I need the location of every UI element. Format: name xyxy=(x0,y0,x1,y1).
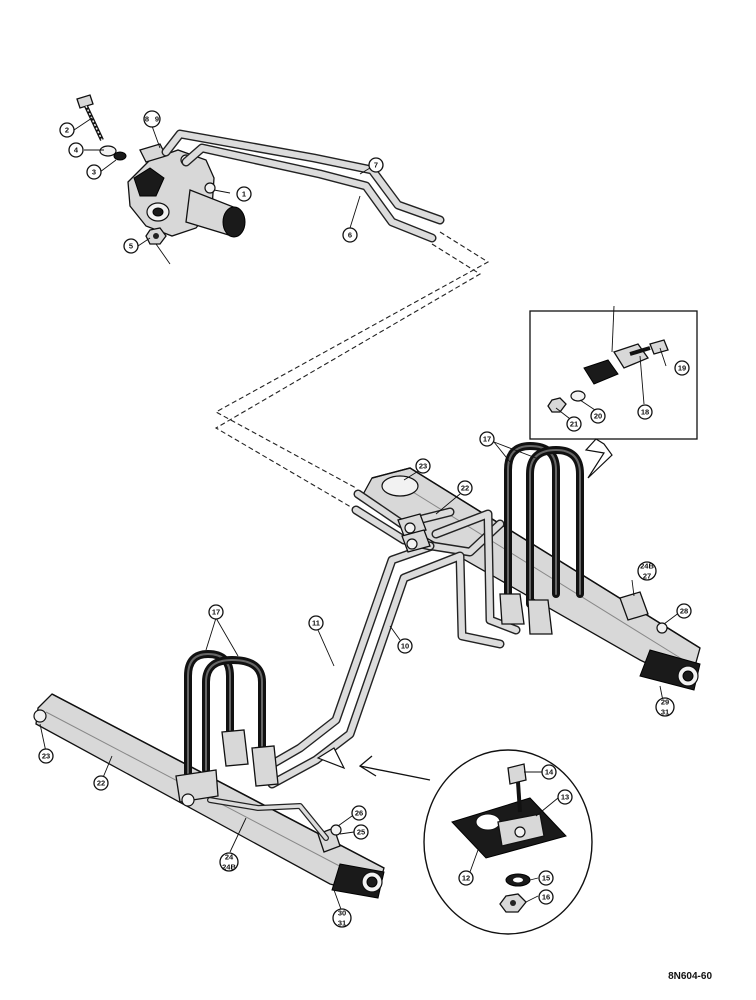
hoses-17-lower xyxy=(175,649,279,807)
svg-text:13: 13 xyxy=(561,793,569,802)
valve-bolt xyxy=(76,94,104,141)
callout-6: 6 xyxy=(342,227,358,243)
callout-23-upper: 23 xyxy=(415,458,431,474)
callout-4: 4 xyxy=(68,142,84,158)
tube-10 xyxy=(267,551,505,789)
svg-text:19: 19 xyxy=(678,364,686,373)
callout-13: 13 xyxy=(557,789,573,805)
callout-1: 1 xyxy=(236,186,252,202)
callout-22-lower: 22 xyxy=(93,775,109,791)
svg-text:14: 14 xyxy=(545,768,554,777)
callout-22-upper: 22 xyxy=(457,480,473,496)
svg-text:29: 29 xyxy=(661,698,669,707)
svg-text:7: 7 xyxy=(374,161,378,170)
callout-18: 18 xyxy=(637,404,653,420)
dashed-tube-continuation xyxy=(214,231,490,511)
svg-text:5: 5 xyxy=(129,242,133,251)
svg-text:23: 23 xyxy=(419,462,427,471)
svg-text:28: 28 xyxy=(680,607,688,616)
callout-17-upper: 17 xyxy=(479,431,495,447)
valve-flat-washer xyxy=(113,151,127,161)
svg-text:27: 27 xyxy=(643,572,651,581)
svg-text:26: 26 xyxy=(355,809,363,818)
control-valve xyxy=(127,143,246,238)
tube-11 xyxy=(257,519,505,775)
callout-11: 11 xyxy=(308,615,324,631)
svg-text:30: 30 xyxy=(338,909,346,918)
callout-25: 25 xyxy=(353,824,369,840)
svg-text:2: 2 xyxy=(65,126,69,135)
svg-text:22: 22 xyxy=(97,779,105,788)
svg-text:23: 23 xyxy=(42,752,50,761)
callout-28: 28 xyxy=(676,603,692,619)
callout-19: 19 xyxy=(674,360,690,376)
callout-3: 3 xyxy=(86,164,102,180)
svg-text:24B: 24B xyxy=(222,863,236,872)
svg-text:21: 21 xyxy=(570,420,578,429)
callout-15: 15 xyxy=(538,870,554,886)
svg-text:17: 17 xyxy=(483,435,491,444)
callout-23-lower: 23 xyxy=(38,748,54,764)
valve-lock-washer xyxy=(99,145,117,157)
svg-text:12: 12 xyxy=(462,874,470,883)
svg-text:20: 20 xyxy=(594,412,602,421)
svg-text:17: 17 xyxy=(212,608,220,617)
svg-text:31: 31 xyxy=(661,708,669,717)
svg-text:4: 4 xyxy=(74,146,79,155)
svg-text:9: 9 xyxy=(155,115,159,124)
svg-text:6: 6 xyxy=(348,231,352,240)
callout-17-lower: 17 xyxy=(208,604,224,620)
callout-20: 20 xyxy=(590,408,606,424)
drawing-code: 8N604-60 xyxy=(668,971,712,982)
callout-16: 16 xyxy=(538,889,554,905)
svg-text:31: 31 xyxy=(338,919,346,928)
callout-12: 12 xyxy=(458,870,474,886)
svg-text:3: 3 xyxy=(92,168,96,177)
svg-text:15: 15 xyxy=(542,874,550,883)
svg-text:25: 25 xyxy=(357,828,365,837)
callout-14: 14 xyxy=(541,764,557,780)
tube-right-loop xyxy=(431,509,521,635)
svg-text:16: 16 xyxy=(542,893,550,902)
tube-7 xyxy=(161,129,445,225)
fittings-upper xyxy=(397,513,431,553)
clamp-detail-inset xyxy=(316,747,593,935)
callout-10: 10 xyxy=(397,638,413,654)
callout-21: 21 xyxy=(566,416,582,432)
svg-text:24: 24 xyxy=(225,853,234,862)
svg-text:8: 8 xyxy=(145,115,149,124)
svg-text:1: 1 xyxy=(242,190,246,199)
tube-6 xyxy=(181,143,437,243)
callout-2: 2 xyxy=(59,122,75,138)
svg-text:24B: 24B xyxy=(640,562,654,571)
callout-5: 5 xyxy=(123,238,139,254)
svg-text:18: 18 xyxy=(641,408,649,417)
clamp-parts-inset xyxy=(529,310,698,479)
svg-text:10: 10 xyxy=(401,642,409,651)
callout-26: 26 xyxy=(351,805,367,821)
svg-text:11: 11 xyxy=(312,619,320,628)
svg-text:22: 22 xyxy=(461,484,469,493)
callout-7: 7 xyxy=(368,157,384,173)
